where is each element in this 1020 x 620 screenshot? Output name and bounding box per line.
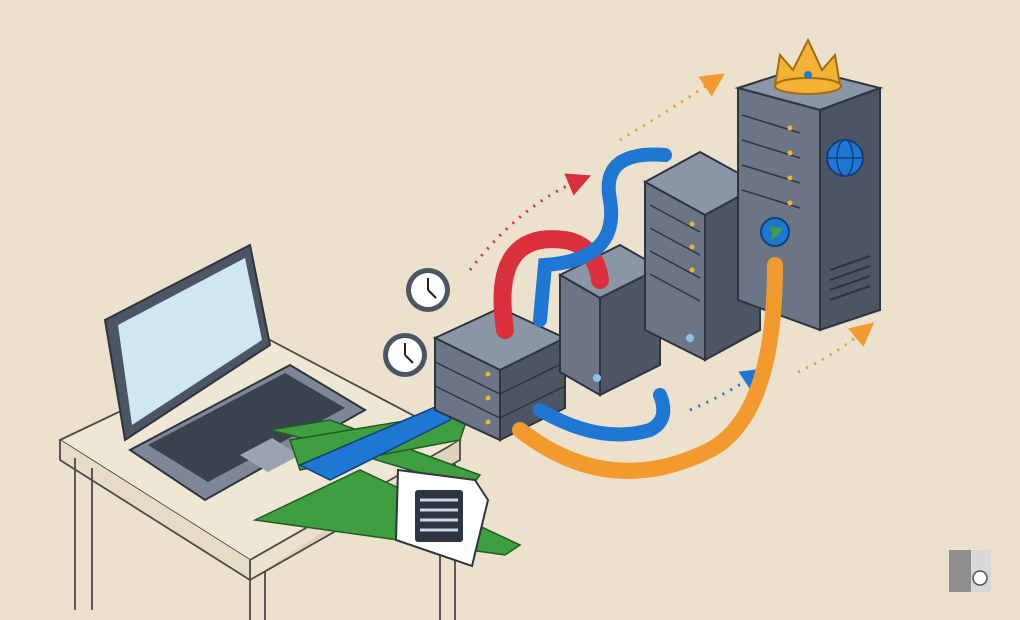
globe-icon bbox=[760, 217, 790, 247]
blue-arrow-curved-top bbox=[533, 147, 672, 327]
server-tower-icon bbox=[734, 66, 884, 332]
orange-dotted-trail-top bbox=[619, 73, 725, 142]
orange-dotted-trail-right bbox=[797, 322, 875, 374]
blue-arrow-curved-bottom bbox=[533, 388, 671, 442]
red-dotted-trail bbox=[468, 173, 592, 271]
orange-arrow-curved bbox=[512, 257, 783, 479]
globe-icon bbox=[826, 139, 864, 177]
watermark-logo-icon bbox=[949, 550, 991, 592]
blue-dotted-trail bbox=[689, 368, 765, 412]
server-card-icon bbox=[394, 468, 490, 568]
clock-icon bbox=[406, 268, 450, 312]
laptop-icon bbox=[103, 243, 367, 502]
crown-icon bbox=[773, 37, 842, 95]
clock-icon bbox=[383, 333, 427, 377]
